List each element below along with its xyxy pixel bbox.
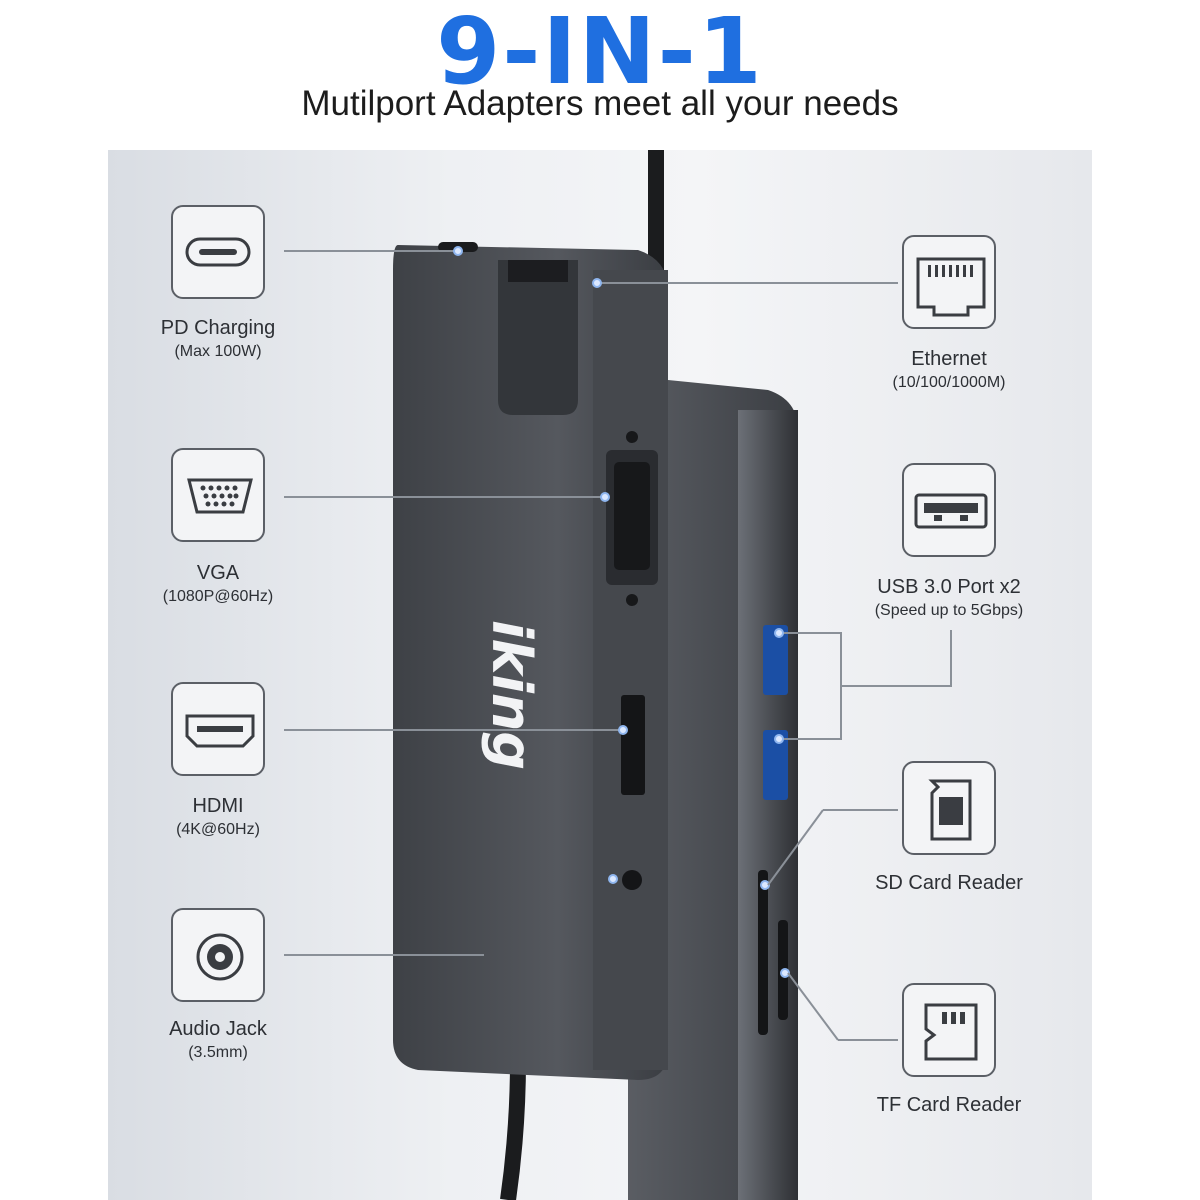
feature-tf-card (902, 983, 996, 1077)
usb-c-icon (185, 237, 251, 267)
ethernet-icon (916, 257, 986, 317)
connector-line (840, 685, 950, 687)
port-marker (600, 492, 610, 502)
connector-line (780, 632, 840, 634)
hdmi-icon (185, 714, 255, 748)
label-ethernet: Ethernet (10/100/1000M) (892, 348, 1006, 391)
subtitle: Mutilport Adapters meet all your needs (301, 84, 899, 123)
label-vga: VGA (1080P@60Hz) (162, 562, 274, 605)
port-marker (618, 725, 628, 735)
port-marker (774, 734, 784, 744)
port-marker (774, 628, 784, 638)
feature-sd-card (902, 761, 996, 855)
feature-usb (902, 463, 996, 557)
port-marker (453, 246, 463, 256)
feature-audio-jack (171, 908, 265, 1002)
tf-card-icon (924, 1003, 978, 1061)
label-usb: USB 3.0 Port x2 (Speed up to 5Gbps) (874, 576, 1024, 619)
connector-line (284, 954, 484, 956)
connector-line (780, 738, 840, 740)
audio-jack-icon (196, 933, 244, 981)
sd-card-icon (928, 779, 972, 841)
connector-line (284, 729, 624, 731)
label-pd-charging: PD Charging (Max 100W) (160, 317, 276, 360)
feature-pd-charging (171, 205, 265, 299)
port-marker (592, 278, 602, 288)
connector-line (950, 630, 952, 687)
connector-line (598, 282, 898, 284)
brand-logo: iking (480, 620, 543, 770)
vga-icon (187, 478, 253, 514)
feature-vga (171, 448, 265, 542)
feature-ethernet (902, 235, 996, 329)
port-marker (608, 874, 618, 884)
usb-a-icon (914, 493, 988, 529)
product-panel: iking PD Charging (Max 100W) (108, 150, 1092, 1200)
connector-line (284, 250, 460, 252)
hub-device-illustration: iking (393, 150, 798, 1200)
connector-line (284, 496, 604, 498)
headline: 9-IN-1 (436, 0, 764, 105)
label-hdmi: HDMI (4K@60Hz) (176, 795, 260, 838)
connector-diagonals (767, 809, 898, 1041)
label-audio-jack: Audio Jack (3.5mm) (169, 1018, 267, 1061)
feature-hdmi (171, 682, 265, 776)
label-tf-card: TF Card Reader (876, 1094, 1022, 1116)
label-sd-card: SD Card Reader (875, 872, 1023, 894)
